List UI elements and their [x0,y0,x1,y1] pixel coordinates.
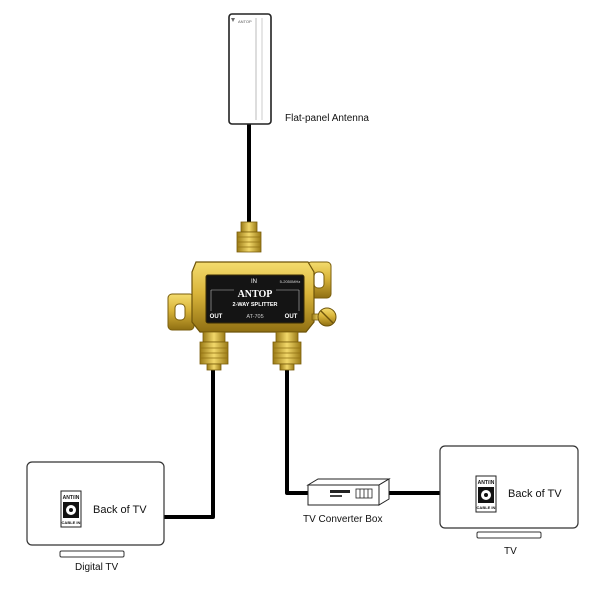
tv-port-bottom-label: CABLE IN [477,505,496,510]
tv-antenna-port: ANT/IN CABLE IN [475,475,497,513]
converter-label: TV Converter Box [303,514,383,525]
digital-tv-back-label: Back of TV [93,504,147,516]
splitter-in-label: IN [251,279,257,285]
splitter-model-number: AT-705 [246,314,263,320]
splitter-frequency-label: 5-2050MHz [280,279,301,284]
splitter-out-left-connector [199,331,229,371]
two-way-splitter: IN 5-2050MHz ANTOP 2-WAY SPLITTER AT-705… [167,221,337,371]
splitter-model-line: 2-WAY SPLITTER [233,302,278,308]
digital-tv: ANT/IN CABLE IN [26,461,165,558]
tv-label: TV [504,546,517,557]
digital-tv-antenna-port: ANT/IN CABLE IN [60,490,82,528]
converter-input-cable [285,368,310,495]
antenna-logo-icon [231,18,235,22]
splitter-brand-label: ANTOP [238,289,273,300]
digital-tv-label: Digital TV [75,562,119,573]
tv-converter-box [306,478,391,506]
splitter-out-left-label: OUT [210,314,223,320]
flat-panel-antenna: ANTOP [228,13,272,125]
digital-tv-port-bottom-label: CABLE IN [62,520,81,525]
splitter-out-right-connector [272,331,302,371]
antenna-brand-mark: ANTOP [238,19,252,24]
tv: ANT/IN CABLE IN [439,445,579,539]
splitter-in-connector [236,221,262,253]
splitter-out-right-label: OUT [285,314,298,320]
digital-tv-port-top-label: ANT/IN [63,495,80,501]
antenna-label: Flat-panel Antenna [285,113,369,124]
tv-back-label: Back of TV [508,488,562,500]
tv-port-top-label: ANT/IN [478,480,495,486]
ground-screw-icon [311,307,337,327]
